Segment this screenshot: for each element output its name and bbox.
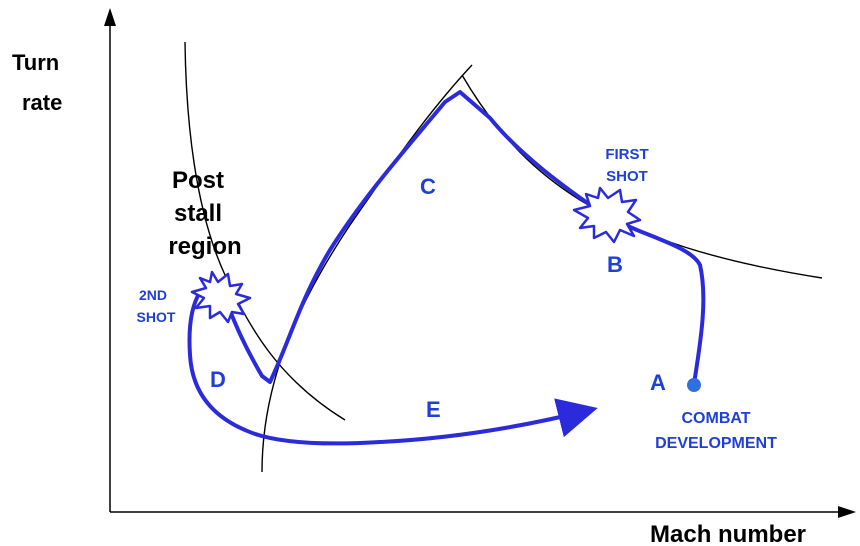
second-shot-burst-icon xyxy=(190,270,252,324)
point-label-a: A xyxy=(650,370,666,395)
post-stall-label-line3: region xyxy=(168,233,241,260)
combat-development-label-line1: COMBAT xyxy=(681,410,750,427)
x-axis-arrow xyxy=(838,506,856,518)
post-stall-boundary-curve xyxy=(184,41,346,421)
first-shot-label-line2: SHOT xyxy=(606,168,648,185)
point-label-e: E xyxy=(426,397,441,422)
point-label-c: C xyxy=(420,174,436,199)
point-label-b: B xyxy=(607,252,623,277)
first-shot-burst-icon xyxy=(572,186,642,244)
second-shot-label-line1: 2ND xyxy=(139,287,167,303)
y-axis-arrow xyxy=(104,8,116,26)
point-label-d: D xyxy=(210,367,226,392)
y-axis-label-line1: Turn xyxy=(12,50,59,75)
combat-trajectory-path xyxy=(187,90,706,446)
first-shot-label-line1: FIRST xyxy=(605,146,648,163)
lift-limit-curve xyxy=(261,64,473,473)
combat-development-label-line2: DEVELOPMENT xyxy=(655,435,777,452)
y-axis-label-line2: rate xyxy=(22,90,62,115)
post-stall-label-line1: Post xyxy=(172,167,224,194)
combat-start-point xyxy=(687,378,701,392)
x-axis-label: Mach number xyxy=(650,521,806,546)
post-stall-label-line2: stall xyxy=(174,200,222,227)
second-shot-label-line2: SHOT xyxy=(137,309,176,325)
